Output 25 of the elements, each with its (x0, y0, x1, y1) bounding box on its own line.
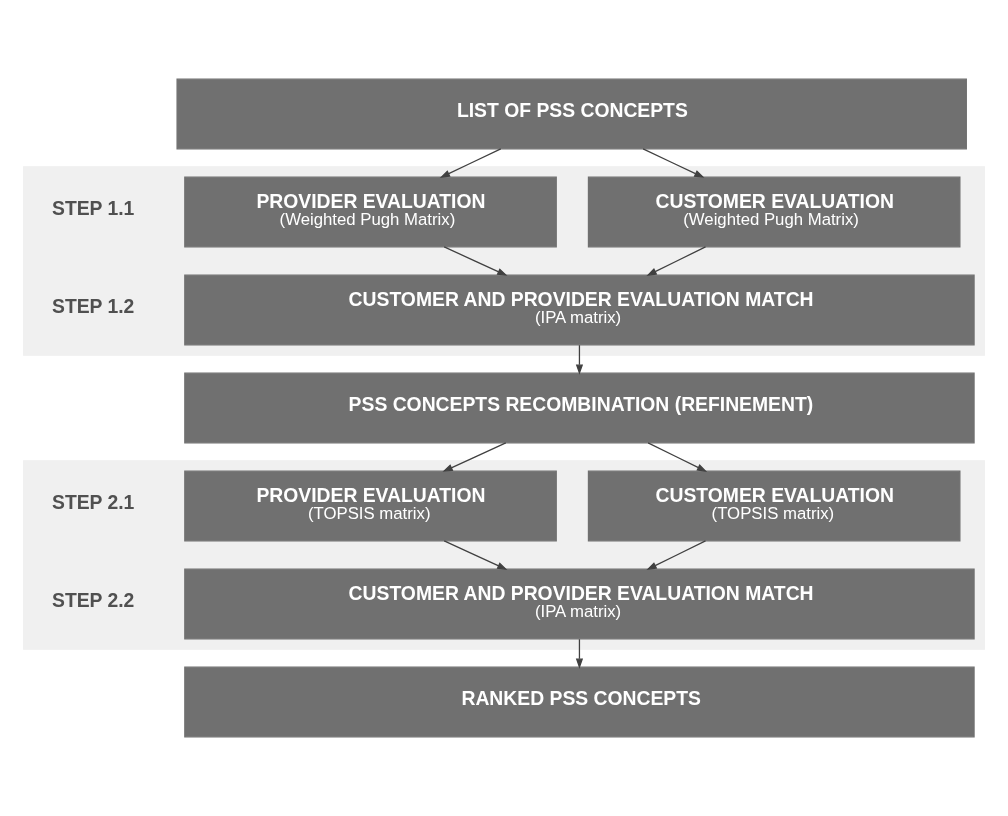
arrow (439, 148, 502, 178)
arrow (443, 540, 508, 570)
arrow (647, 442, 708, 472)
node-box: CUSTOMER AND PROVIDER EVALUATION MATCH (IPA matrix) (184, 568, 975, 640)
label: STEP 1.1 (52, 197, 135, 220)
arrow (575, 344, 584, 375)
node-box: LIST OF PSS CONCEPTS (176, 78, 967, 150)
arrow (442, 442, 507, 472)
arrow (646, 540, 707, 570)
label: STEP 2.1 (52, 491, 135, 514)
label: STEP 1.2 (52, 295, 135, 318)
node-box: PSS CONCEPTS RECOMBINATION (REFINEMENT) (184, 372, 975, 444)
node-box: CUSTOMER AND PROVIDER EVALUATION MATCH (IPA matrix) (184, 274, 975, 346)
node-box: CUSTOMER EVALUATION (Weighted Pugh Matrix) (587, 176, 961, 248)
node-box: PROVIDER EVALUATION (Weighted Pugh Matrix) (184, 176, 557, 248)
node-box: CUSTOMER EVALUATION (TOPSIS matrix) (587, 470, 961, 542)
node-box: PROVIDER EVALUATION (TOPSIS matrix) (184, 470, 557, 542)
arrow (443, 246, 508, 276)
arrow (575, 638, 584, 669)
cluster (23, 166, 985, 356)
arrow (642, 148, 705, 178)
node-box: RANKED PSS CONCEPTS (184, 666, 975, 738)
arrow (646, 246, 707, 276)
cluster (23, 460, 985, 650)
label: STEP 2.2 (52, 589, 135, 612)
